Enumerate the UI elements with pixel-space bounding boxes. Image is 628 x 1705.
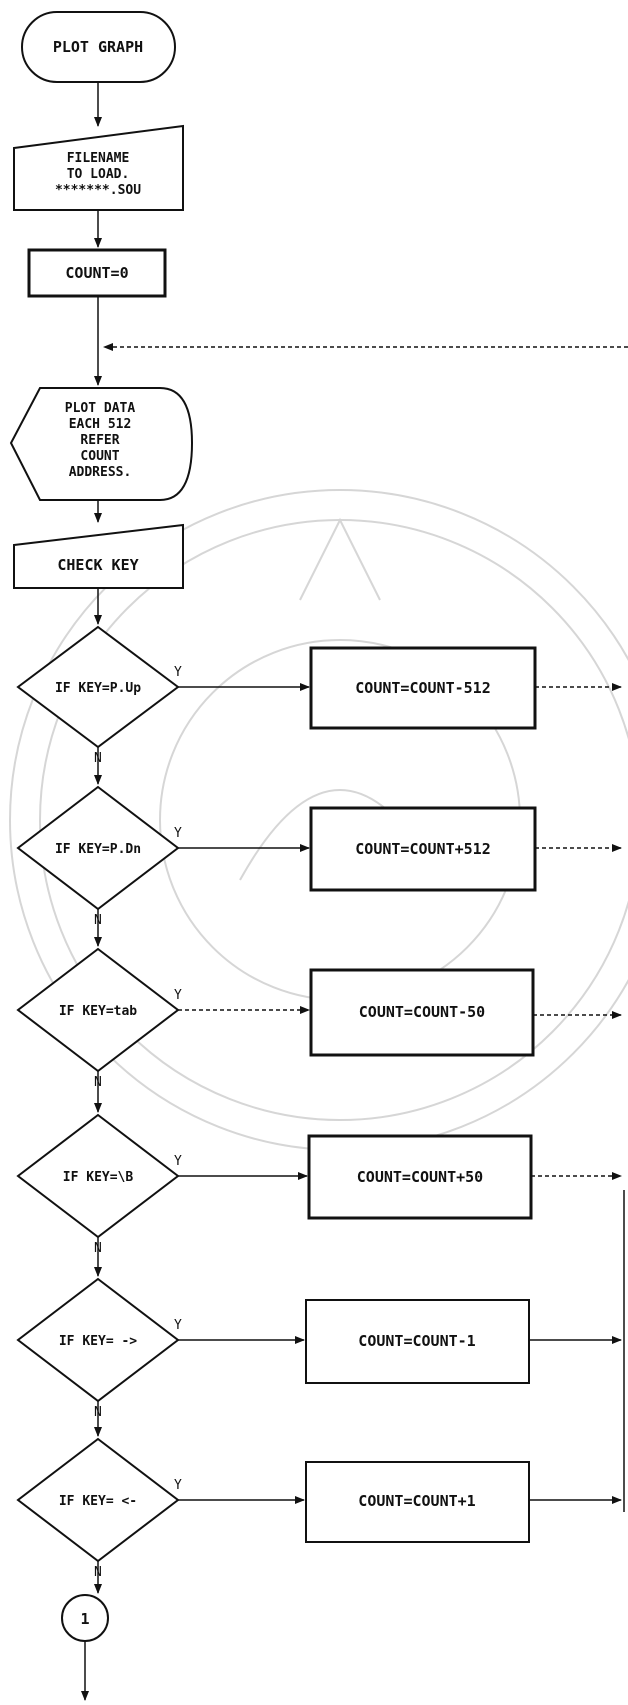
decision-4-yes: Y [174,1154,182,1169]
decision-6-yes: Y [174,1478,182,1493]
filename-line-1: FILENAME [67,151,130,166]
decision-1-label: IF KEY=P.Up [55,681,141,696]
start-label: PLOT GRAPH [53,38,143,56]
init-label: COUNT=0 [65,264,128,282]
check-key-input: CHECK KEY [14,525,183,588]
off-page-connector: 1 [62,1595,108,1641]
action-1: COUNT=COUNT-512 [311,648,535,728]
action-2: COUNT=COUNT+512 [311,808,535,890]
decision-3-label: IF KEY=tab [59,1004,137,1019]
display-line-4: COUNT [80,449,119,464]
connector-label: 1 [80,1610,89,1628]
filename-line-3: *******.SOU [55,183,141,198]
decision-6-label: IF KEY= <- [59,1494,137,1509]
decision-1-yes: Y [174,665,182,680]
filename-input: FILENAME TO LOAD. *******.SOU [14,126,183,210]
action-4-label: COUNT=COUNT+50 [357,1168,483,1186]
decision-5-yes: Y [174,1318,182,1333]
action-1-label: COUNT=COUNT-512 [355,679,490,697]
action-4: COUNT=COUNT+50 [309,1136,531,1218]
plot-data-display: PLOT DATA EACH 512 REFER COUNT ADDRESS. [11,388,192,500]
action-5-label: COUNT=COUNT-1 [358,1332,475,1350]
display-line-2: EACH 512 [69,417,132,432]
decision-2: IF KEY=P.Dn Y N [18,787,182,928]
action-5: COUNT=COUNT-1 [306,1300,529,1383]
decision-4-label: IF KEY=\B [63,1170,134,1185]
display-line-5: ADDRESS. [69,465,132,480]
decision-2-label: IF KEY=P.Dn [55,842,141,857]
decision-5: IF KEY= -> Y N [18,1279,182,1420]
decision-4: IF KEY=\B Y N [18,1115,182,1256]
decision-1: IF KEY=P.Up Y N [18,627,182,766]
display-line-3: REFER [80,433,119,448]
init-process: COUNT=0 [29,250,165,296]
decision-5-label: IF KEY= -> [59,1334,137,1349]
start-terminal: PLOT GRAPH [22,12,175,82]
action-6-label: COUNT=COUNT+1 [358,1492,475,1510]
decision-2-yes: Y [174,826,182,841]
action-3: COUNT=COUNT-50 [311,970,533,1055]
decision-6: IF KEY= <- Y N [18,1439,182,1580]
action-2-label: COUNT=COUNT+512 [355,840,490,858]
display-line-1: PLOT DATA [65,401,136,416]
filename-line-2: TO LOAD. [67,167,130,182]
action-3-label: COUNT=COUNT-50 [359,1003,485,1021]
check-key-label: CHECK KEY [57,556,138,574]
action-6: COUNT=COUNT+1 [306,1462,529,1542]
decision-3: IF KEY=tab Y N [18,949,182,1090]
decision-3-yes: Y [174,988,182,1003]
